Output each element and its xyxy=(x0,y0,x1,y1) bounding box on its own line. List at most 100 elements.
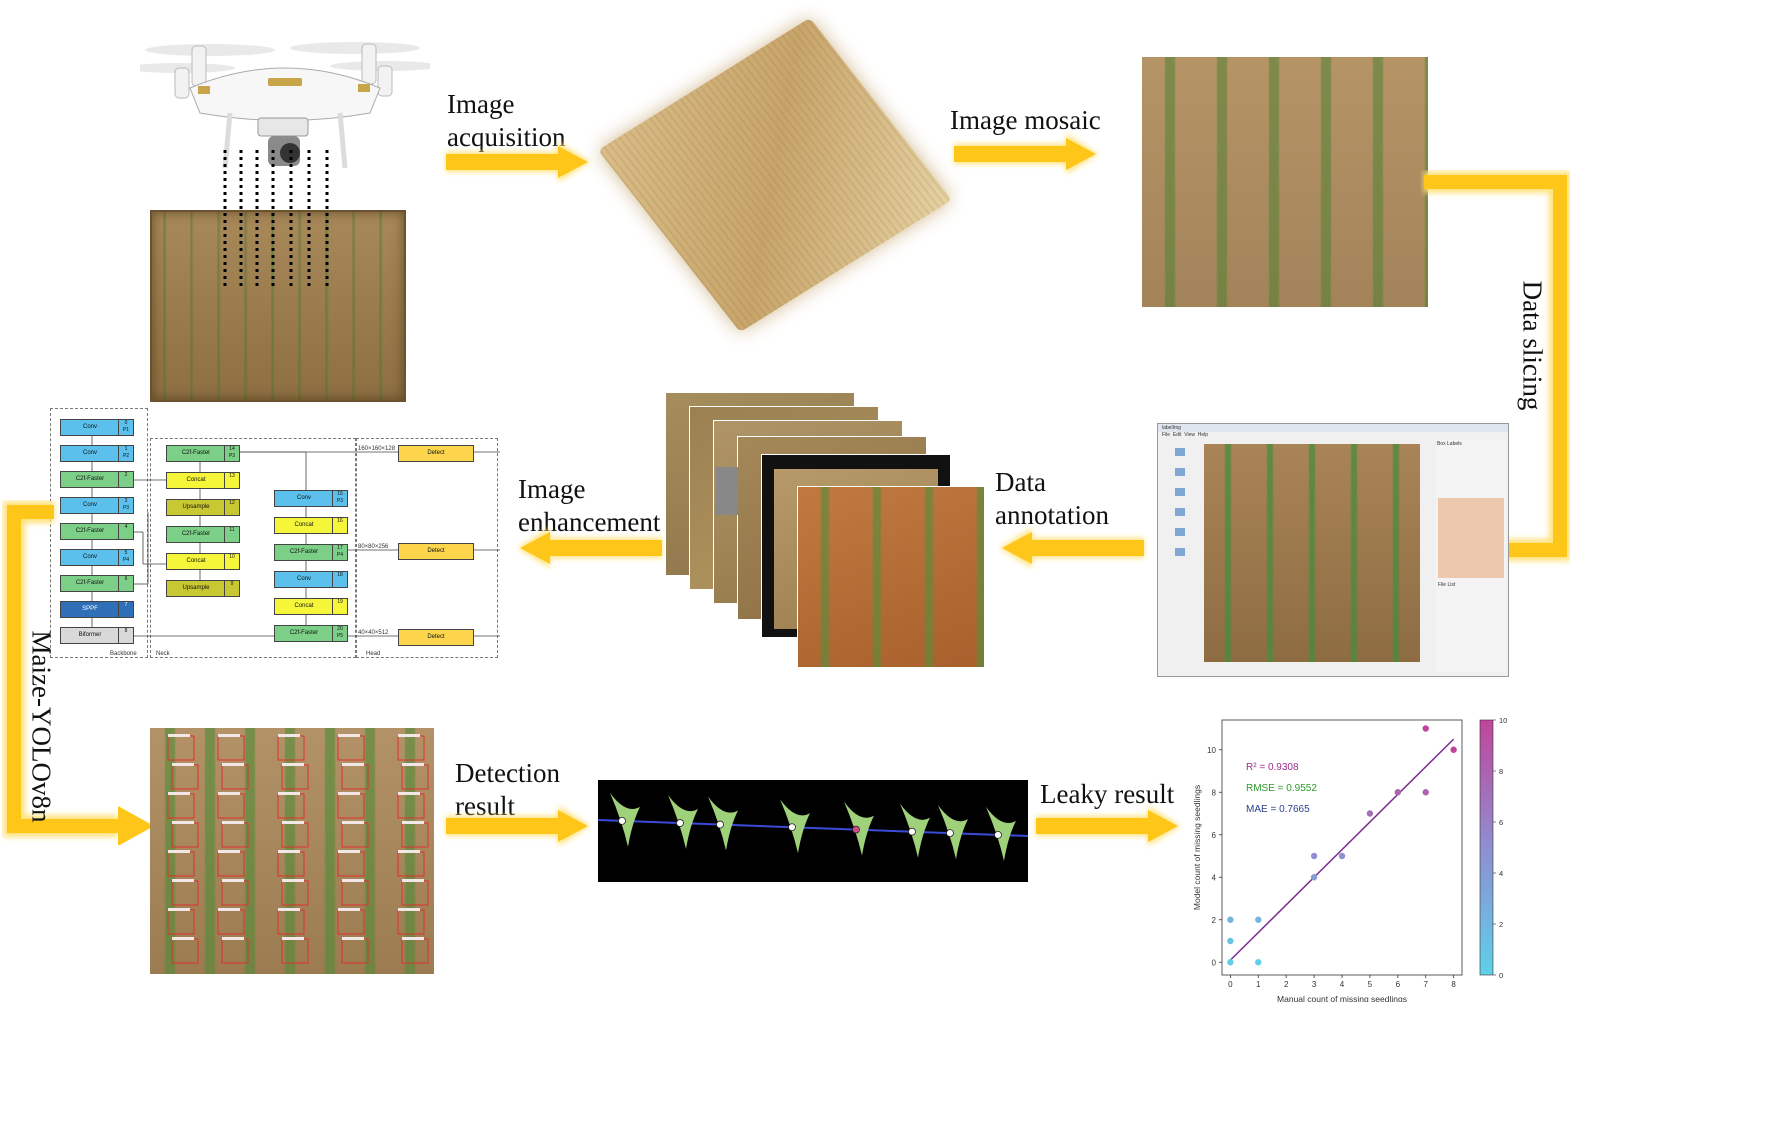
tool-next-icon[interactable] xyxy=(1175,468,1185,476)
label-maize-yolo: Maize-YOLOv8n xyxy=(26,630,57,823)
detection-box xyxy=(217,793,245,819)
detection-box xyxy=(167,793,195,819)
detection-tag xyxy=(218,792,240,795)
detection-tag xyxy=(398,850,420,853)
detection-box xyxy=(217,735,245,761)
stat-annotation: R² = 0.9308 xyxy=(1246,762,1299,773)
seedling-point xyxy=(788,823,796,832)
block-index: 17 P4 xyxy=(332,545,347,560)
tool-prev-icon[interactable] xyxy=(1175,488,1185,496)
tool-sidebar xyxy=(1160,442,1200,666)
x-tick-label: 4 xyxy=(1340,980,1345,989)
head-size-2: 80×80×256 xyxy=(358,544,389,550)
tool-canvas[interactable] xyxy=(1204,444,1420,662)
tool-right-panel: Box Labels File List xyxy=(1436,440,1506,672)
block-sppf: SPPF 7 xyxy=(60,601,134,618)
data-point xyxy=(1227,959,1234,966)
detection-box xyxy=(401,822,429,848)
detection-box xyxy=(397,909,425,935)
detection-tag xyxy=(172,937,194,940)
data-point xyxy=(1338,852,1346,860)
detection-box xyxy=(281,938,309,964)
data-point xyxy=(1450,746,1457,753)
plot-area xyxy=(1221,719,1463,976)
field-image xyxy=(150,210,406,402)
detection-box xyxy=(221,880,249,906)
colorbar-tick-label: 4 xyxy=(1499,869,1503,878)
menu-edit[interactable]: Edit xyxy=(1172,432,1182,438)
tool-box-icon[interactable] xyxy=(1175,528,1185,536)
y-tick-label: 6 xyxy=(1212,831,1217,840)
block-label: C2f-Faster xyxy=(289,549,319,555)
detection-box xyxy=(397,851,425,877)
block-index: 18 xyxy=(332,572,347,587)
y-tick-label: 8 xyxy=(1212,788,1217,797)
block-index: 16 xyxy=(332,518,347,533)
menu-file[interactable]: File xyxy=(1162,432,1171,438)
block-c2f-faster: C2f-Faster 17 P4 xyxy=(274,544,348,561)
colorbar-tick-label: 2 xyxy=(1499,920,1503,929)
label-data-slicing: Data slicing xyxy=(1517,280,1548,411)
block-label: Biformer xyxy=(78,632,102,638)
detection-box xyxy=(217,851,245,877)
block-detect: Detect xyxy=(398,445,474,462)
detection-tag xyxy=(222,937,244,940)
menu-help[interactable]: Help xyxy=(1197,432,1209,438)
block-label: Concat xyxy=(186,558,206,564)
detection-tag xyxy=(168,734,190,737)
aerial-raw-image xyxy=(597,17,953,333)
enhanced-image-stack xyxy=(665,392,985,668)
detection-tag xyxy=(402,763,424,766)
block-label: Conv xyxy=(82,424,97,430)
menu-view[interactable]: View xyxy=(1184,432,1195,438)
detection-tag xyxy=(218,734,240,737)
detection-box xyxy=(341,938,369,964)
seedling-segmentation xyxy=(597,792,1029,861)
label-list[interactable] xyxy=(1438,498,1504,578)
detection-tag xyxy=(402,821,424,824)
detection-tag xyxy=(278,734,300,737)
scan-lines xyxy=(223,150,329,288)
detection-tag xyxy=(168,908,190,911)
block-label: C2f-Faster xyxy=(75,476,105,482)
block-label: Concat xyxy=(294,603,314,609)
block-index: 7 xyxy=(118,602,133,617)
tool-save-icon[interactable] xyxy=(1175,508,1185,516)
detection-tag xyxy=(338,908,360,911)
arrow-right-detection xyxy=(446,806,590,846)
detection-box xyxy=(171,880,199,906)
stat-annotation: MAE = 0.7665 xyxy=(1246,804,1310,815)
block-index: 9 xyxy=(224,581,239,596)
label-leaky-result: Leaky result xyxy=(1040,779,1175,809)
arrow-right-2 xyxy=(954,134,1098,174)
data-point xyxy=(1310,852,1318,860)
detection-tag xyxy=(218,850,240,853)
detection-tag xyxy=(402,937,424,940)
data-point xyxy=(1227,937,1234,945)
seedling-point xyxy=(994,830,1002,839)
data-point xyxy=(1422,725,1429,732)
tool-open-icon[interactable] xyxy=(1175,448,1185,456)
detection-tag xyxy=(342,937,364,940)
arrow-left-enhancement xyxy=(518,528,662,568)
block-detect: Detect xyxy=(398,543,474,560)
y-tick-label: 10 xyxy=(1207,746,1216,755)
tool-delete-icon[interactable] xyxy=(1175,548,1185,556)
y-axis-label: Model count of missing seedlings xyxy=(1192,785,1202,910)
detection-box xyxy=(341,880,369,906)
block-label: SPPF xyxy=(82,606,98,612)
x-tick-label: 1 xyxy=(1256,980,1261,989)
detection-tag xyxy=(222,879,244,882)
colorbar xyxy=(1479,719,1494,976)
detection-box xyxy=(171,822,199,848)
